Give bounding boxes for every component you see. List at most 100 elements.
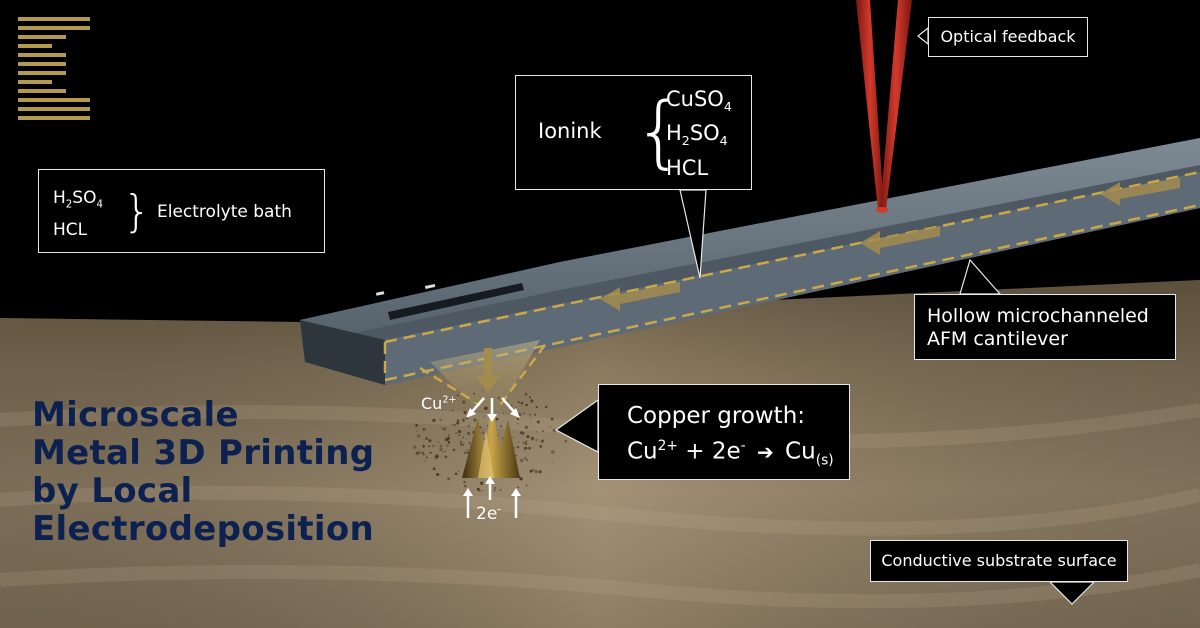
copper-particle [541, 430, 544, 433]
copper-particle [459, 442, 463, 446]
cantilever-label-line: Hollow microchanneled [927, 305, 1149, 327]
copper-particle [484, 406, 488, 410]
copper-particle [535, 438, 538, 442]
optical-feedback-label: Optical feedback [940, 27, 1076, 46]
copper-particle [446, 444, 449, 447]
copper-particle [450, 399, 453, 401]
copper-particle [529, 414, 531, 416]
copper-particle [517, 400, 520, 404]
copper-particle [545, 405, 548, 409]
copper-growth-title: Copper growth: [627, 403, 806, 429]
copper-particle [481, 431, 485, 434]
copper-particle [464, 484, 467, 488]
electron-arrows [463, 476, 521, 518]
title-line: Microscale [32, 395, 239, 435]
title-line: by Local [32, 471, 193, 511]
copper-particle [456, 421, 460, 425]
copper-particle [466, 451, 469, 454]
electrolyte-brace: } [123, 186, 151, 237]
copper-particle [432, 444, 435, 447]
ionink-item: HCL [666, 156, 709, 180]
copper-particle [530, 436, 535, 441]
copper-particle [516, 455, 518, 457]
ionink-callout: Ionink { CuSO4 H2SO4 HCL [515, 75, 752, 190]
laser-beam [856, 0, 912, 213]
copper-particle [549, 426, 551, 428]
copper-particle [525, 484, 528, 487]
copper-particle [415, 451, 419, 455]
copper-particle [530, 399, 534, 403]
copper-particle [462, 443, 465, 446]
copper-particle [539, 445, 543, 448]
copper-particle [510, 404, 513, 407]
copper-particle [531, 468, 535, 472]
copper-particle [456, 394, 459, 397]
copper-particle [516, 445, 520, 449]
copper-particle [524, 447, 527, 449]
copper-particle [445, 456, 448, 458]
copper-particle [464, 451, 467, 454]
copper-particle [438, 441, 440, 443]
reaction-arrow-icon: ➔ [756, 439, 774, 464]
copper-particle [495, 417, 499, 421]
copper-particle [468, 442, 471, 445]
substrate-callout: Conductive substrate surface [870, 540, 1128, 582]
substrate-label: Conductive substrate surface [881, 551, 1117, 570]
copper-particle [534, 469, 538, 474]
copper-particle [456, 419, 460, 422]
copper-particle [473, 418, 477, 422]
copper-particle [467, 424, 470, 428]
copper-particle [463, 452, 466, 454]
electrolyte-callout: H2SO4 HCL } Electrolyte bath [38, 169, 325, 253]
copper-particle [422, 445, 425, 448]
copper-particle [536, 420, 540, 424]
copper-particle [540, 439, 544, 443]
flow-arrows [600, 178, 1180, 311]
electrons-label: 2e- [476, 504, 501, 524]
copper-particle [448, 443, 450, 445]
copper-particle [440, 427, 443, 429]
copper-growth-callout: Copper growth: Cu2+ + 2e- ➔ Cu(s) [598, 384, 850, 480]
copper-particle [447, 436, 451, 440]
cantilever-label-line: AFM cantilever [927, 328, 1068, 350]
cantilever-callout: Hollow microchanneled AFM cantilever [914, 294, 1176, 360]
copper-particle [483, 416, 486, 418]
copper-particle [551, 450, 555, 454]
copper-particle [428, 439, 432, 443]
copper-particle [434, 456, 438, 460]
copper-particle [454, 424, 456, 426]
copper-particle [536, 431, 538, 433]
ionink-brace: { [634, 87, 684, 177]
copper-particle [522, 441, 525, 445]
copper-particle [462, 400, 466, 404]
copper-particle [524, 442, 528, 446]
copper-particle [452, 448, 456, 451]
page-title: Microscale Metal 3D Printing by Local El… [32, 396, 374, 548]
copper-particle [500, 399, 503, 401]
copper-particle [416, 434, 421, 438]
copper-particle [530, 417, 532, 419]
copper-particle [425, 456, 428, 459]
copper-particle [467, 431, 471, 436]
copper-particle [421, 451, 424, 455]
copper-particle [444, 450, 446, 453]
copper-particle [525, 403, 528, 407]
copper-particle [528, 396, 532, 399]
optical-feedback-callout: Optical feedback [928, 17, 1088, 57]
copper-particle [454, 472, 458, 476]
copper-particle [462, 436, 464, 439]
down-arrow-icon [476, 348, 500, 392]
copper-particle [499, 488, 502, 491]
cantilever [300, 138, 1200, 385]
copper-particle [417, 451, 421, 454]
copper-particle [457, 470, 460, 473]
copper-particle [520, 431, 524, 435]
copper-particle [463, 410, 467, 415]
logo-icon [18, 17, 90, 120]
copper-particle [432, 418, 436, 423]
copper-particle [422, 453, 425, 456]
copper-particle [452, 424, 454, 426]
copper-particle [455, 432, 457, 434]
copper-particle [502, 412, 505, 414]
